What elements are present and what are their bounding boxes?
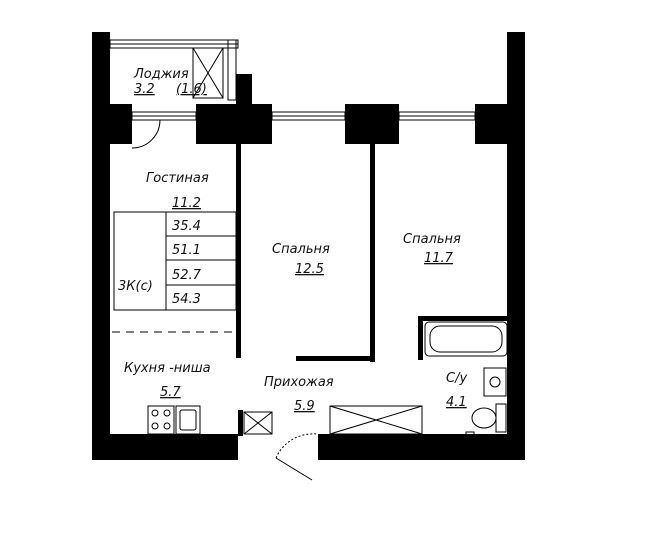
summary-value: 51.1: [172, 243, 201, 258]
summary-value: 52.7: [172, 268, 202, 283]
doors: [131, 119, 317, 481]
hallway-area: 5.9: [294, 399, 315, 414]
living-room-area: 11.2: [172, 196, 201, 211]
kitchen-area: 5.7: [160, 385, 181, 400]
bathroom-name: С/у: [446, 371, 467, 386]
loggia-area: 3.2: [134, 82, 155, 97]
room-labels: Лоджия 3.2 (1.6) Гостиная 11.2 Спальня 1…: [124, 67, 467, 414]
summary-value: 35.4: [172, 219, 201, 234]
area-summary-table: 3К(с) 35.4 51.1 52.7 54.3: [113, 211, 237, 311]
bedroom-2-name: Спальня: [403, 232, 461, 247]
living-room-name: Гостиная: [146, 171, 209, 186]
bathroom-area: 4.1: [446, 395, 467, 410]
bedroom-1-name: Спальня: [272, 242, 330, 257]
summary-value: 54.3: [172, 292, 201, 307]
walls: [92, 32, 525, 460]
fixtures: [112, 47, 509, 459]
bedroom-1-area: 12.5: [295, 262, 324, 277]
bedroom-2-area: 11.7: [424, 251, 454, 266]
loggia-name: Лоджия: [133, 67, 189, 82]
windows: [109, 39, 476, 121]
hallway-name: Прихожая: [264, 375, 334, 390]
loggia-area-reduced: (1.6): [176, 82, 207, 97]
kitchen-name: Кухня -ниша: [124, 361, 211, 376]
summary-type-label: 3К(с): [118, 279, 153, 294]
